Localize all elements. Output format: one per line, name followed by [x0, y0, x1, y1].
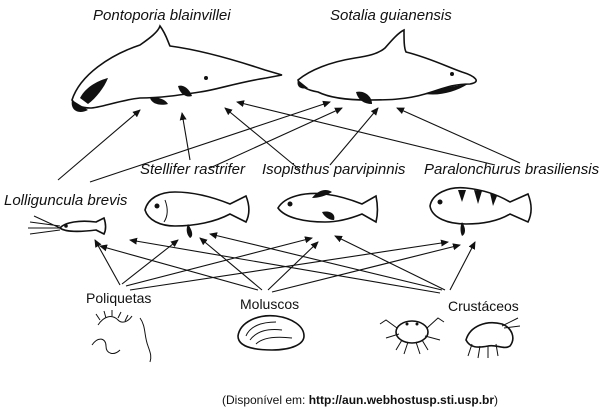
arrow-poliquetas-to-stellifer: [121, 239, 179, 285]
poliquetas-label: Poliquetas: [86, 290, 151, 306]
arrows: [57, 100, 521, 294]
source-url: http://aun.webhostusp.sti.usp.br: [309, 393, 495, 407]
arrow-stellifer-to-sotalia: [209, 107, 343, 169]
arrow-isopisthus-to-sotalia: [329, 107, 379, 166]
arrow-moluscos-to-paralonchurus: [271, 243, 461, 293]
arrow-stellifer-to-pontoporia: [179, 112, 191, 161]
crustaceos-label: Crustáceos: [448, 298, 519, 314]
stellifer-label: Stellifer rastrifer: [140, 161, 246, 178]
arrow-crustaceos-to-stellifer: [209, 232, 443, 291]
sotalia-label: Sotalia guianensis: [330, 7, 452, 24]
paralonchurus-label: Paralonchurus brasiliensis: [424, 161, 600, 178]
sotalia-dolphin-icon: [297, 28, 477, 104]
arrow-moluscos-to-lolliguncula: [99, 244, 259, 291]
arrow-lolliguncula-to-pontoporia: [57, 109, 141, 181]
arrow-crustaceos-to-paralonchurus: [449, 241, 476, 291]
source-prefix: (Disponível em:: [222, 393, 309, 407]
pontoporia-dolphin-icon: [71, 24, 283, 112]
crustaceos-crab-icon: [379, 317, 445, 355]
isopisthus-label: Isopisthus parvipinnis: [262, 161, 406, 178]
crustaceos-shrimp-icon: [465, 317, 521, 359]
arrow-lolliguncula-to-sotalia: [89, 100, 331, 183]
lolliguncula-squid-icon: [28, 215, 107, 236]
arrow-poliquetas-to-paralonchurus: [129, 239, 449, 291]
moluscos-clam-icon: [237, 314, 305, 351]
paralonchurus-fish-icon: [429, 186, 532, 236]
arrow-moluscos-to-isopisthus: [267, 241, 319, 291]
moluscos-label: Moluscos: [240, 296, 299, 312]
arrow-poliquetas-to-lolliguncula: [94, 239, 121, 286]
arrow-crustaceos-to-lolliguncula: [129, 237, 441, 294]
poliquetas-worm-icon: [91, 310, 152, 363]
arrow-moluscos-to-stellifer: [199, 237, 263, 291]
isopisthus-fish-icon: [277, 190, 379, 224]
source-citation: (Disponível em: http://aun.webhostusp.st…: [222, 393, 498, 407]
source-suffix: ): [494, 393, 498, 407]
arrow-crustaceos-to-isopisthus: [334, 235, 446, 291]
arrow-poliquetas-to-isopisthus: [125, 236, 313, 287]
pontoporia-label: Pontoporia blainvillei: [93, 7, 231, 24]
lolliguncula-label: Lolliguncula brevis: [4, 192, 128, 209]
arrow-paralonchurus-to-pontoporia: [236, 100, 496, 166]
arrow-paralonchurus-to-sotalia: [396, 107, 521, 164]
stellifer-fish-icon: [144, 191, 250, 238]
arrow-isopisthus-to-pontoporia: [224, 107, 301, 171]
